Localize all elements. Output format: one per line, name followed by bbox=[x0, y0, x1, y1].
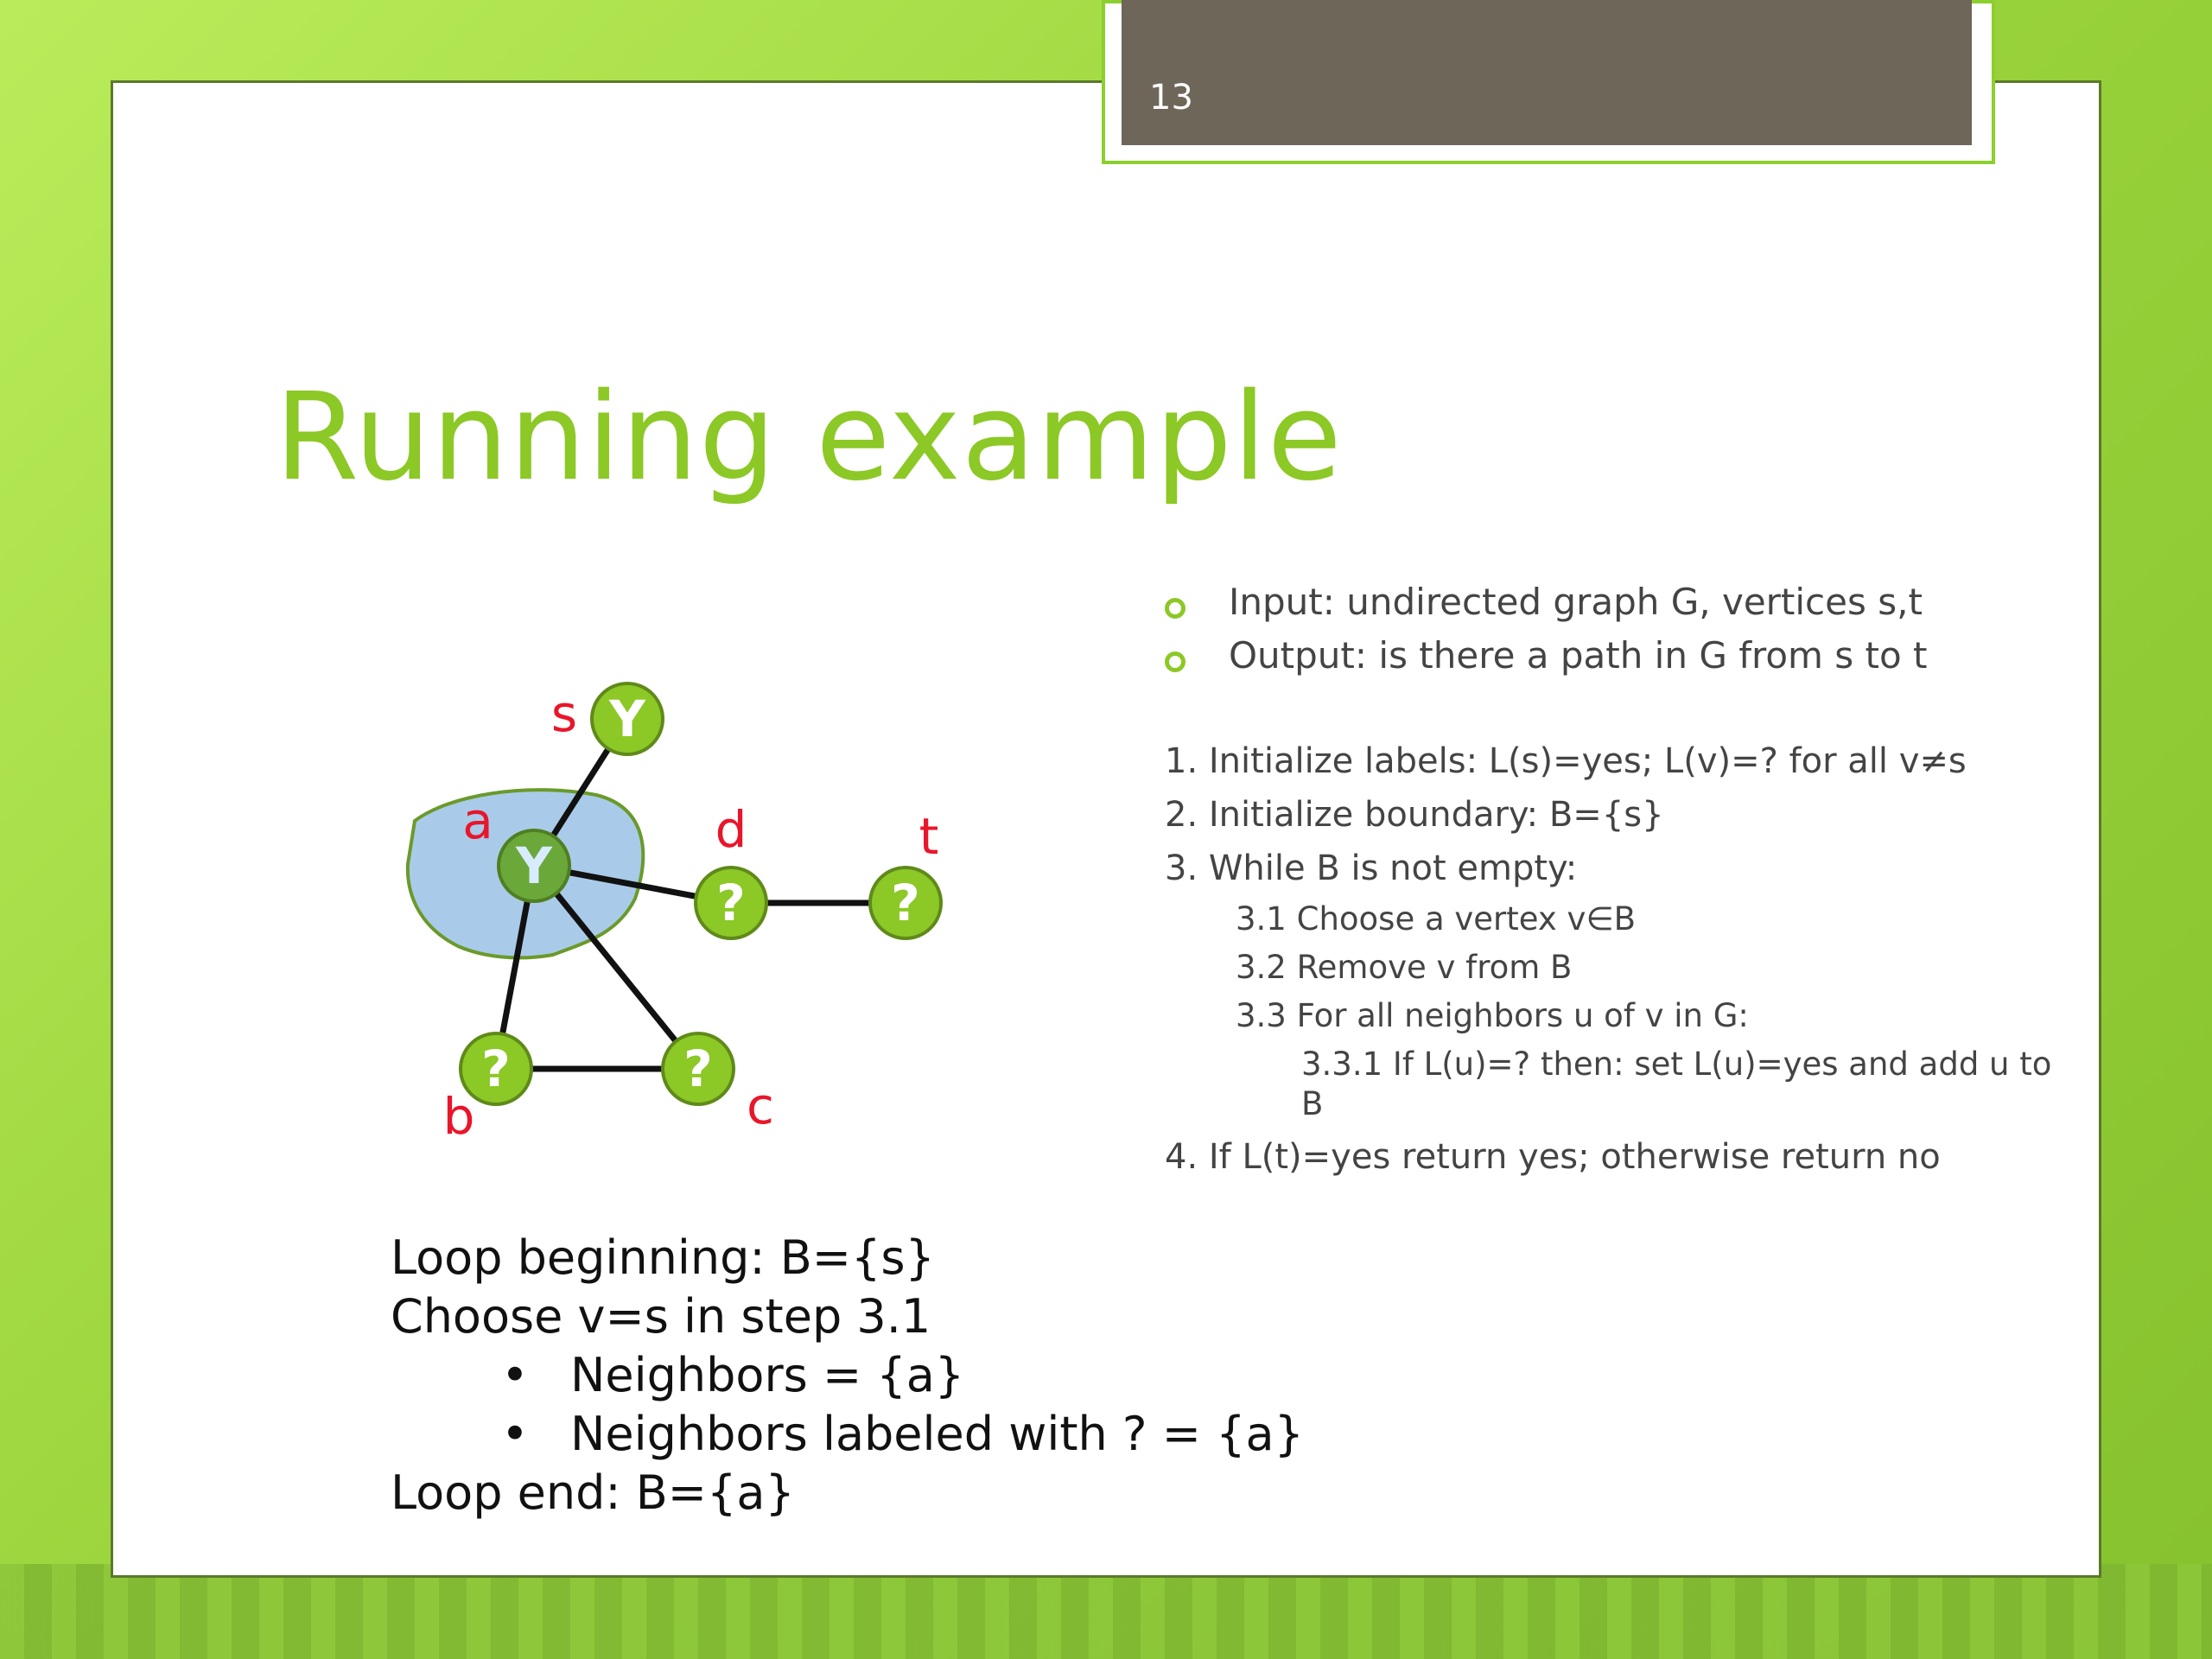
bullet-dot-icon: • bbox=[501, 1348, 529, 1402]
loop-choose: Choose v=s in step 3.1 bbox=[391, 1289, 931, 1344]
node-value: ? bbox=[716, 874, 746, 932]
node-circle bbox=[497, 829, 571, 903]
graph-node-a: Y a bbox=[462, 791, 571, 903]
step-3: 3. While B is not empty: bbox=[1165, 849, 1578, 888]
graph-node-b: ? b bbox=[443, 1032, 533, 1146]
io-text: Input: undirected graph G, vertices s,t bbox=[1229, 581, 1923, 623]
node-value: ? bbox=[683, 1039, 713, 1098]
bullet-dot-icon: • bbox=[501, 1407, 529, 1461]
node-label: s bbox=[551, 684, 577, 743]
step-3-3-1-continued: B bbox=[1301, 1085, 1324, 1122]
node-value: Y bbox=[608, 690, 646, 748]
node-value: ? bbox=[481, 1039, 511, 1098]
graph-node-s: Y s bbox=[551, 682, 664, 756]
node-circle bbox=[590, 682, 664, 756]
graph-node-d: ? d bbox=[694, 800, 768, 940]
list-item: • Neighbors labeled with ? = {a} bbox=[391, 1405, 1304, 1464]
graph-node-t: ? t bbox=[868, 807, 943, 940]
list-item: • Neighbors = {a} bbox=[391, 1346, 964, 1405]
node-value: ? bbox=[891, 874, 920, 932]
slide-number: 13 bbox=[1149, 78, 1193, 118]
loop-trace: Loop beginning: B={s} Choose v=s in step… bbox=[391, 1229, 1304, 1522]
node-label: b bbox=[443, 1087, 475, 1146]
io-text: Output: is there a path in G from s to t bbox=[1229, 634, 1928, 677]
node-label: a bbox=[462, 791, 493, 850]
step-2: 2. Initialize boundary: B={s} bbox=[1165, 795, 1664, 835]
loop-end: Loop end: B={a} bbox=[391, 1465, 795, 1520]
bullet-ring-icon bbox=[1165, 652, 1185, 672]
step-1: 1. Initialize labels: L(s)=yes; L(v)=? f… bbox=[1165, 741, 1967, 781]
node-circle bbox=[661, 1032, 735, 1106]
graph-node-c: ? c bbox=[661, 1032, 774, 1135]
step-3-2: 3.2 Remove v from B bbox=[1236, 949, 1573, 986]
node-label: c bbox=[747, 1077, 774, 1135]
neighbors-text: Neighbors = {a} bbox=[570, 1348, 965, 1402]
node-circle bbox=[868, 866, 943, 940]
node-label: d bbox=[715, 800, 747, 859]
step-3-3-1: 3.3.1 If L(u)=? then: set L(u)=yes and a… bbox=[1301, 1046, 2052, 1083]
loop-beginning: Loop beginning: B={s} bbox=[391, 1230, 935, 1285]
background-band bbox=[0, 1564, 2212, 1659]
step-3-3: 3.3 For all neighbors u of v in G: bbox=[1236, 997, 1749, 1034]
slide-title: Running example bbox=[275, 367, 1343, 508]
node-label: t bbox=[919, 807, 939, 866]
step-4: 4. If L(t)=yes return yes; otherwise ret… bbox=[1165, 1137, 1941, 1177]
node-circle bbox=[694, 866, 768, 940]
step-3-1: 3.1 Choose a vertex v∈B bbox=[1236, 900, 1637, 938]
edge-a-c bbox=[531, 863, 701, 1071]
node-circle bbox=[459, 1032, 533, 1106]
node-value: Y bbox=[515, 836, 553, 895]
slide-number-box bbox=[1122, 0, 1972, 145]
neighbors-labeled-text: Neighbors labeled with ? = {a} bbox=[570, 1407, 1304, 1461]
bullet-ring-icon bbox=[1165, 598, 1185, 619]
